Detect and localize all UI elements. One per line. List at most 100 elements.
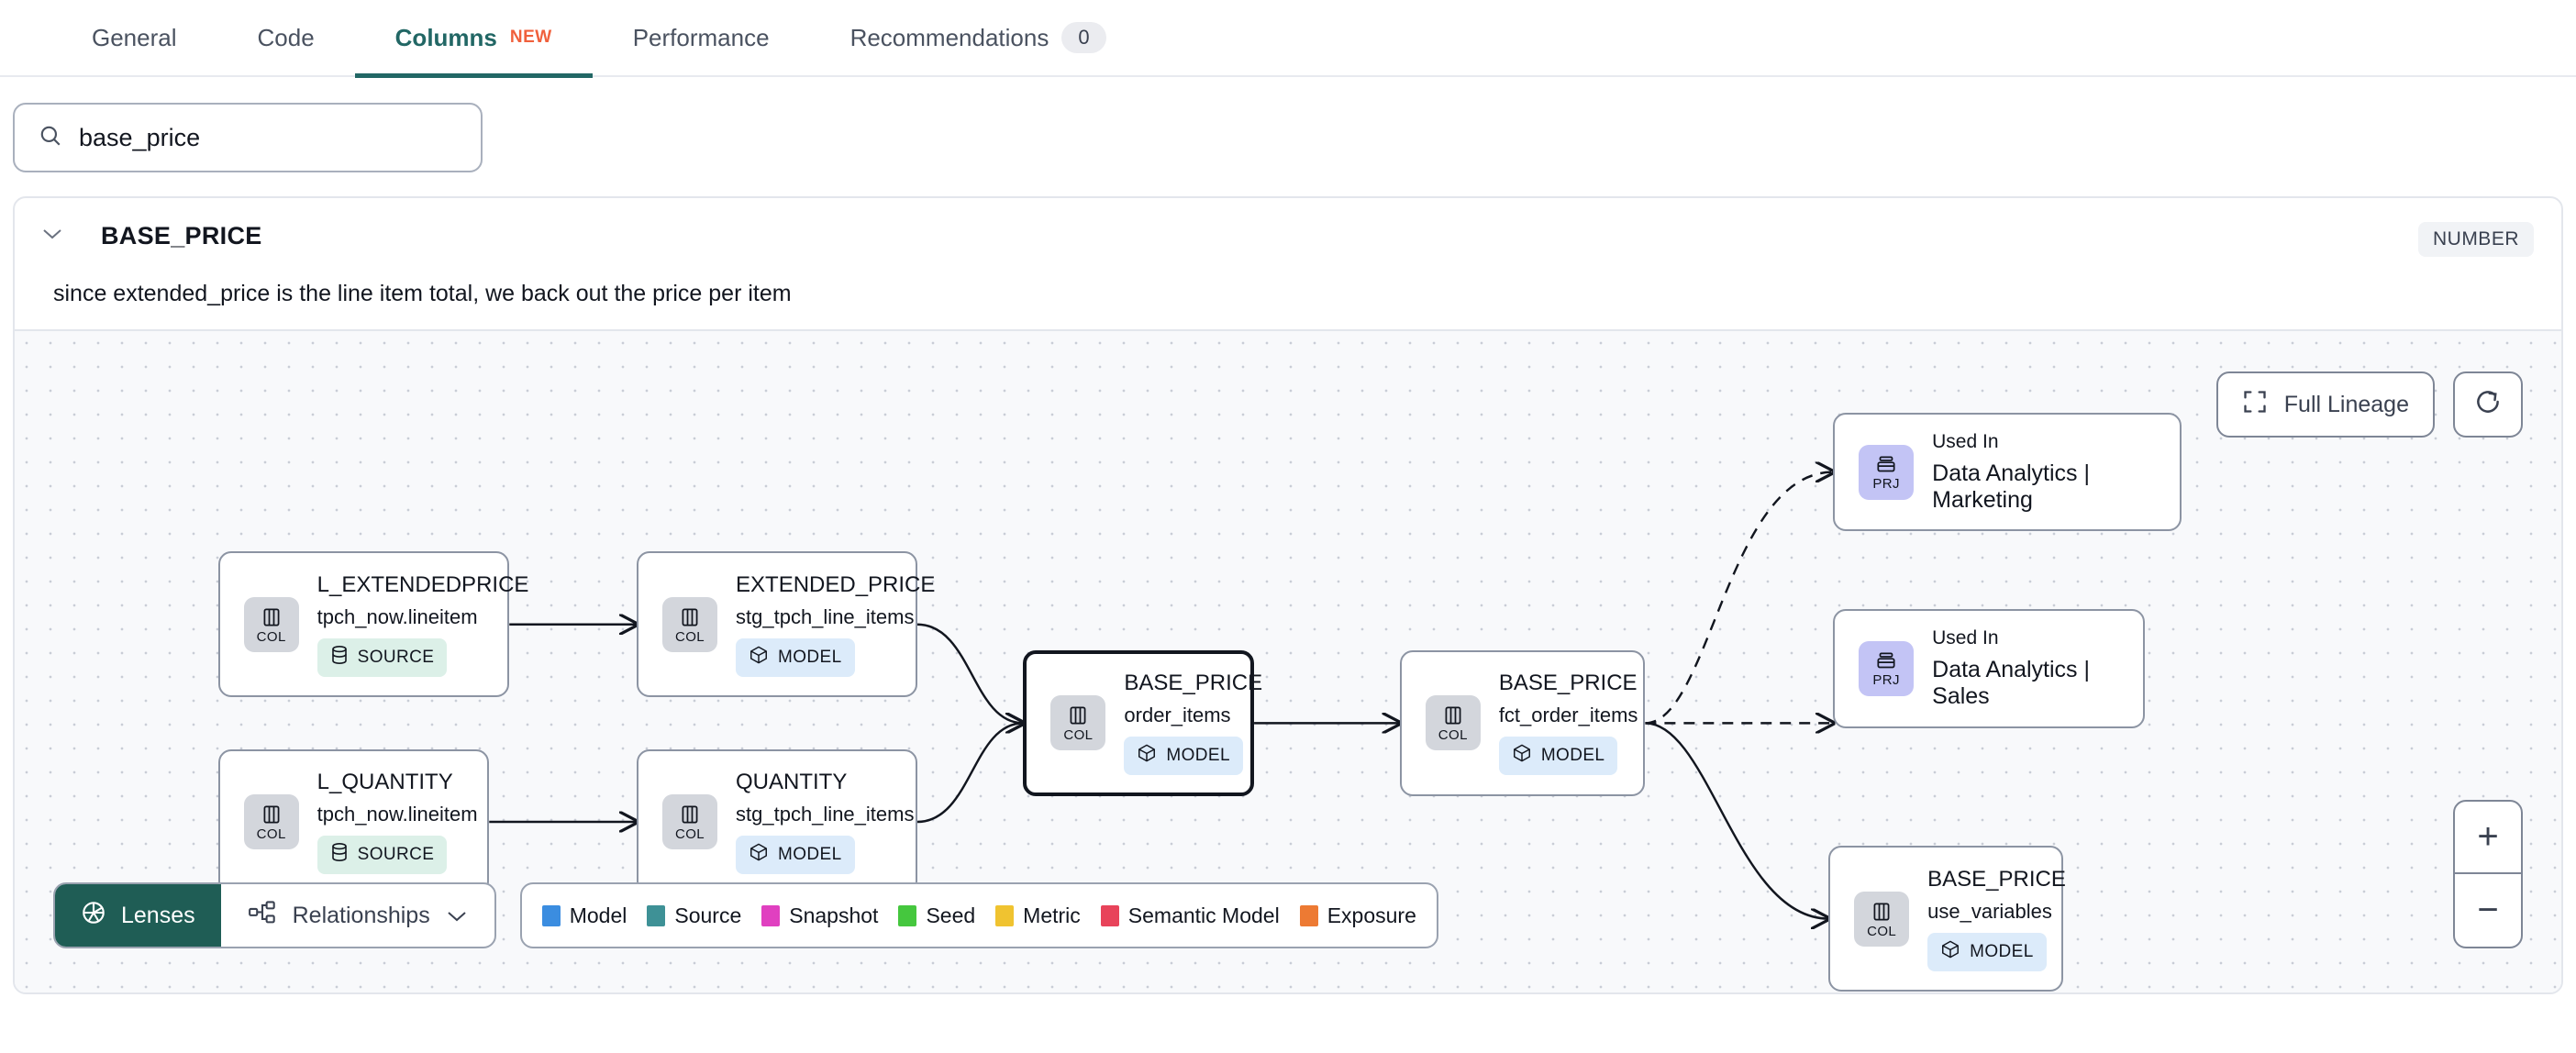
column-icon: COL: [1050, 695, 1106, 751]
lenses-label: Lenses: [121, 902, 195, 928]
tab-count-badge: 0: [1061, 22, 1106, 53]
lenses-button[interactable]: Lenses: [55, 884, 221, 947]
legend-label: Seed: [926, 903, 976, 927]
search-input[interactable]: base_price: [13, 103, 483, 172]
node-badge-label: COL: [674, 826, 705, 842]
tab-label: General: [92, 23, 177, 51]
legend-label: Source: [674, 903, 742, 927]
lineage-edges: [489, 331, 2561, 992]
lineage-legend: Model Source Snapshot Seed Metric Semantic Mo…: [519, 882, 1438, 948]
node-type-tag-label: MODEL: [1166, 746, 1230, 766]
search-icon: [39, 124, 62, 152]
legend-label: Model: [569, 903, 627, 927]
database-icon: [330, 842, 349, 868]
node-title: L_QUANTITY: [316, 769, 453, 794]
project-name: Data Analytics | Marketing: [1932, 460, 2090, 513]
legend-swatch: [898, 904, 917, 926]
database-icon: [330, 645, 349, 671]
column-icon: COL: [1425, 695, 1481, 751]
node-subtitle: stg_tpch_line_items: [736, 802, 915, 826]
expand-corners-icon: [2242, 389, 2268, 421]
legend-label: Metric: [1023, 903, 1081, 927]
legend-item-exposure[interactable]: Exposure: [1299, 903, 1416, 928]
chevron-down-icon: [447, 903, 467, 929]
column-icon: COL: [662, 596, 718, 652]
node-badge-label: COL: [674, 628, 705, 645]
cube-icon: [749, 645, 769, 671]
cube-icon: [1512, 743, 1532, 769]
legend-swatch: [995, 904, 1015, 926]
node-type-tag: MODEL: [736, 835, 855, 874]
column-description: since extended_price is the line item to…: [53, 281, 792, 306]
zoom-controls: + −: [2453, 800, 2523, 948]
project-name: Data Analytics | Sales: [1932, 656, 2090, 709]
node-badge-label: COL: [1438, 727, 1468, 744]
node-badge-label: COL: [1063, 727, 1094, 744]
legend-item-semantic-model[interactable]: Semantic Model: [1100, 903, 1280, 928]
node-title: BASE_PRICE: [1124, 671, 1263, 696]
full-lineage-label: Full Lineage: [2283, 391, 2409, 417]
node-type-tag: MODEL: [1124, 737, 1243, 776]
tab-performance[interactable]: Performance: [593, 0, 810, 76]
node-title: QUANTITY: [736, 769, 848, 794]
legend-label: Exposure: [1327, 903, 1416, 927]
column-icon: COL: [243, 793, 299, 849]
search-input-value: base_price: [79, 123, 201, 151]
cube-icon: [1137, 743, 1157, 769]
refresh-button[interactable]: [2453, 371, 2523, 438]
chevron-down-icon[interactable]: [42, 227, 62, 245]
full-lineage-button[interactable]: Full Lineage: [2215, 371, 2435, 438]
node-title: BASE_PRICE: [1498, 671, 1638, 696]
tab-label: Performance: [632, 23, 770, 51]
node-subtitle: fct_order_items: [1498, 704, 1638, 727]
legend-swatch: [761, 904, 781, 926]
node-subtitle: stg_tpch_line_items: [736, 604, 915, 628]
zoom-in-button[interactable]: +: [2455, 802, 2521, 874]
project-icon: PRJ: [1859, 444, 1915, 500]
node-title: EXTENDED_PRICE: [736, 571, 936, 597]
legend-item-model[interactable]: Model: [541, 903, 627, 928]
column-header: BASE_PRICE NUMBER: [15, 198, 2561, 257]
node-badge-label: PRJ: [1872, 671, 1900, 688]
zoom-out-button[interactable]: −: [2477, 890, 2499, 930]
column-detail-card: BASE_PRICE NUMBER since extended_price i…: [13, 196, 2563, 994]
legend-item-source[interactable]: Source: [647, 903, 741, 928]
cube-icon: [1940, 939, 1960, 965]
legend-item-snapshot[interactable]: Snapshot: [761, 903, 878, 928]
node-title: BASE_PRICE: [1927, 866, 2066, 892]
legend-item-metric[interactable]: Metric: [995, 903, 1081, 928]
node-type-tag: MODEL: [1927, 932, 2047, 971]
node-type-tag: MODEL: [736, 637, 855, 677]
tab-code[interactable]: Code: [217, 0, 355, 76]
legend-label: Semantic Model: [1127, 903, 1280, 927]
legend-item-seed[interactable]: Seed: [898, 903, 975, 928]
node-type-tag-label: MODEL: [1970, 941, 2034, 961]
node-badge-label: COL: [256, 628, 286, 645]
node-type-tag-label: SOURCE: [357, 647, 435, 667]
legend-swatch: [647, 904, 666, 926]
node-type-tag-label: SOURCE: [357, 844, 435, 864]
refresh-icon: [2474, 388, 2502, 422]
node-subtitle: order_items: [1124, 704, 1231, 727]
project-icon: PRJ: [1859, 640, 1915, 696]
relationships-button[interactable]: Relationships: [221, 884, 494, 947]
legend-swatch: [1299, 904, 1318, 926]
legend-label: Snapshot: [789, 903, 879, 927]
column-icon: COL: [662, 793, 718, 849]
legend-swatch: [541, 904, 561, 926]
tab-general[interactable]: General: [51, 0, 217, 76]
node-type-tag-label: MODEL: [778, 647, 842, 667]
